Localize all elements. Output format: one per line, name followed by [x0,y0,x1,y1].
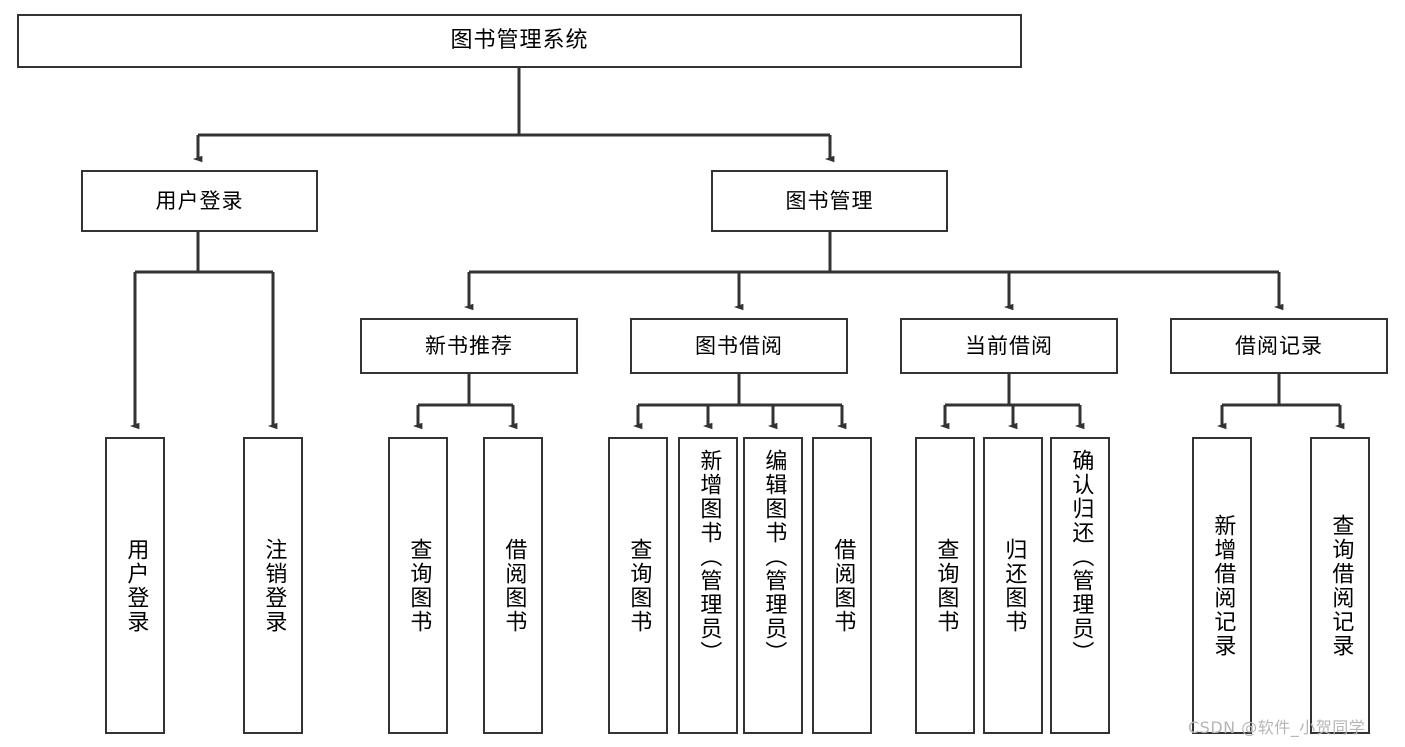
leaf-borrow-book-1-label: 借阅图书 [501,537,527,634]
leaf-user-login[interactable]: 用户登录 [105,437,165,734]
leaf-query-book-2[interactable]: 查询图书 [608,437,668,734]
node-new-book-recommend-label: 新书推荐 [425,333,513,358]
leaf-edit-book[interactable]: 编辑图书（管理员） [743,437,803,734]
leaf-borrow-book-1[interactable]: 借阅图书 [483,437,543,734]
leaf-borrow-book-2-label: 借阅图书 [830,537,856,634]
node-user-login-label: 用户登录 [155,188,244,213]
leaf-confirm-return-label: 确认归还（管理员） [1068,449,1094,665]
leaf-add-book[interactable]: 新增图书（管理员） [678,437,738,734]
node-book-manage[interactable]: 图书管理 [711,170,948,232]
leaf-query-book-2-label: 查询图书 [626,537,652,634]
node-root-label: 图书管理系统 [450,28,589,54]
leaf-confirm-return[interactable]: 确认归还（管理员） [1050,437,1110,734]
node-borrow-record-label: 借阅记录 [1235,333,1323,358]
leaf-query-book-1[interactable]: 查询图书 [388,437,448,734]
node-current-borrow[interactable]: 当前借阅 [900,318,1118,374]
node-book-manage-label: 图书管理 [785,188,874,213]
leaf-add-record[interactable]: 新增借阅记录 [1192,437,1252,734]
leaf-add-record-label: 新增借阅记录 [1210,513,1236,658]
leaf-query-book-3[interactable]: 查询图书 [915,437,975,734]
leaf-query-record[interactable]: 查询借阅记录 [1310,437,1370,734]
node-book-borrow-label: 图书借阅 [695,333,783,358]
leaf-return-book-label: 归还图书 [1001,537,1027,634]
node-book-borrow[interactable]: 图书借阅 [630,318,848,374]
leaf-add-book-label: 新增图书（管理员） [696,449,722,665]
leaf-logout-label: 注销登录 [261,537,287,634]
leaf-edit-book-label: 编辑图书（管理员） [761,449,787,665]
node-root[interactable]: 图书管理系统 [17,14,1022,68]
leaf-query-record-label: 查询借阅记录 [1328,513,1354,658]
leaf-query-book-1-label: 查询图书 [406,537,432,634]
leaf-borrow-book-2[interactable]: 借阅图书 [812,437,872,734]
node-borrow-record[interactable]: 借阅记录 [1170,318,1388,374]
leaf-query-book-3-label: 查询图书 [933,537,959,634]
node-new-book-recommend[interactable]: 新书推荐 [360,318,578,374]
node-user-login[interactable]: 用户登录 [81,170,318,232]
node-current-borrow-label: 当前借阅 [965,333,1053,358]
leaf-return-book[interactable]: 归还图书 [983,437,1043,734]
csdn-watermark: CSDN @软件_小贺同学 [1188,718,1366,737]
leaf-logout[interactable]: 注销登录 [243,437,303,734]
leaf-user-login-label: 用户登录 [123,537,149,634]
